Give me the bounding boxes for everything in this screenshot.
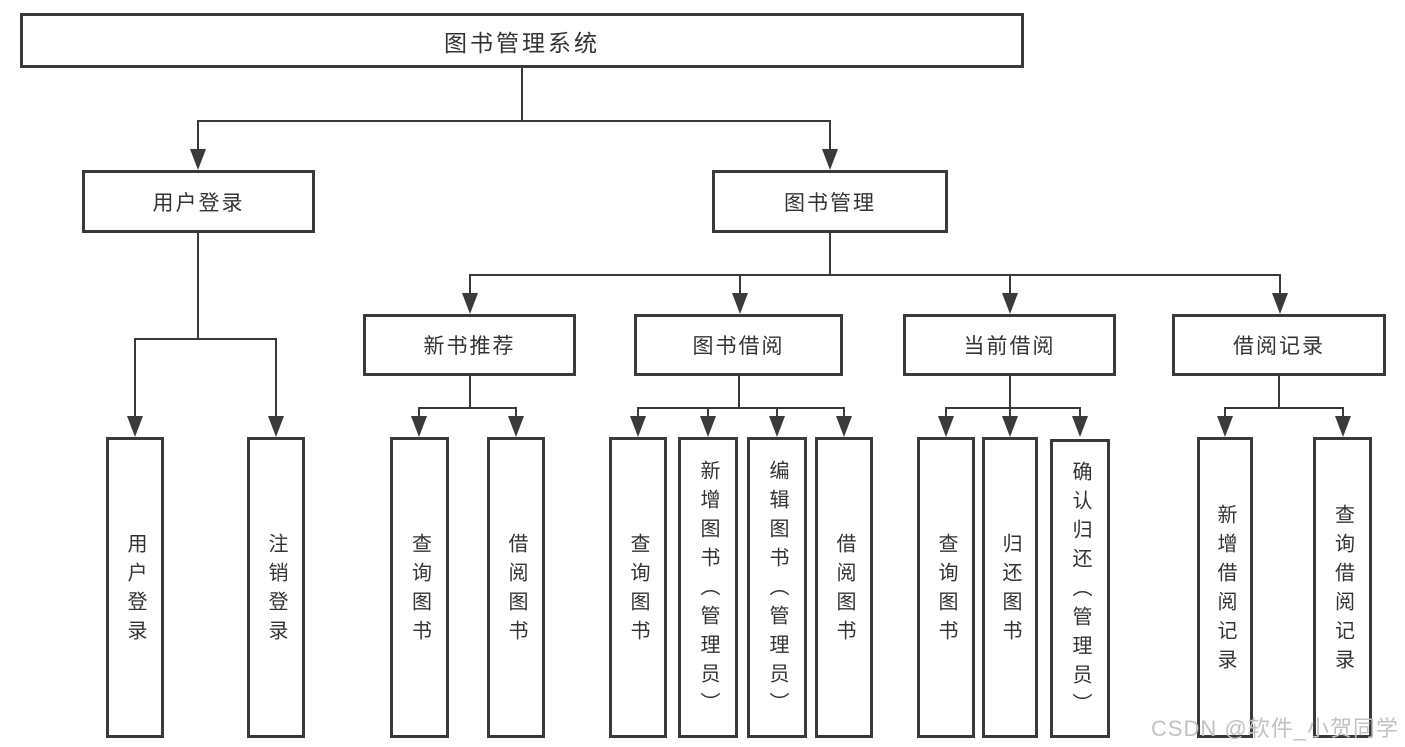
connector-drop-book-mgmt <box>829 120 831 152</box>
arrow-down-icon <box>1002 293 1018 314</box>
arrow-down-icon <box>1002 416 1018 437</box>
arrow-down-icon <box>268 416 284 437</box>
arrow-down-icon <box>508 416 524 437</box>
arrow-down-icon <box>822 149 838 170</box>
leaf-return-books: 归还图书 <box>982 437 1038 738</box>
connector-borrow-records-branch <box>1224 407 1343 409</box>
connector-book-mgmt-stem <box>829 233 831 274</box>
connector-drop <box>1342 407 1344 419</box>
connector-drop <box>776 407 778 419</box>
connector-drop-new-book-rec <box>469 274 471 296</box>
connector-new-book-branch <box>418 407 517 409</box>
leaf-add-borrow-record: 新增借阅记录 <box>1197 437 1253 738</box>
arrow-down-icon <box>190 149 206 170</box>
leaf-query-books: 查询图书 <box>390 437 449 738</box>
node-borrow-records: 借阅记录 <box>1172 314 1386 376</box>
connector-drop-user-login <box>197 120 199 152</box>
leaf-edit-book-admin: 编辑图书（管理员） <box>747 437 807 738</box>
connector-drop-leaf-user-login <box>134 338 136 418</box>
connector-drop <box>1224 407 1226 419</box>
arrow-down-icon <box>1217 416 1233 437</box>
connector-drop <box>843 407 845 419</box>
connector-current-borrow-stem <box>1009 376 1011 407</box>
arrow-down-icon <box>1072 416 1088 437</box>
connector-drop <box>707 407 709 419</box>
arrow-down-icon <box>630 416 646 437</box>
node-book-management: 图书管理 <box>712 170 948 233</box>
node-user-login: 用户登录 <box>82 170 315 233</box>
connector-book-mgmt-branch <box>469 274 1281 276</box>
arrow-down-icon <box>769 416 785 437</box>
leaf-query-books: 查询图书 <box>917 437 975 738</box>
leaf-confirm-return-admin: 确认归还（管理员） <box>1050 439 1110 738</box>
connector-book-borrow-branch <box>637 407 844 409</box>
arrow-down-icon <box>127 416 143 437</box>
connector-drop <box>637 407 639 419</box>
arrow-down-icon <box>938 416 954 437</box>
connector-drop <box>945 407 947 419</box>
connector-drop-leaf-logout <box>275 338 277 418</box>
arrow-down-icon <box>700 416 716 437</box>
leaf-query-borrow-record: 查询借阅记录 <box>1313 437 1372 738</box>
connector-new-book-stem <box>469 376 471 407</box>
node-book-borrowing: 图书借阅 <box>634 314 843 376</box>
arrow-down-icon <box>411 416 427 437</box>
connector-drop-borrow-records <box>1279 274 1281 296</box>
arrow-down-icon <box>462 293 478 314</box>
csdn-watermark: CSDN @软件_小贺同学 <box>1150 716 1399 741</box>
connector-book-borrow-stem <box>738 376 740 407</box>
connector-drop <box>1079 407 1081 419</box>
connector-user-login-stem <box>197 233 199 338</box>
leaf-user-login: 用户登录 <box>106 437 164 738</box>
connector-drop-current-borrow <box>1009 274 1011 296</box>
arrow-down-icon <box>732 293 748 314</box>
arrow-down-icon <box>1335 416 1351 437</box>
connector-borrow-records-stem <box>1278 376 1280 407</box>
connector-current-borrow-branch <box>945 407 1081 409</box>
node-new-book-recommend: 新书推荐 <box>363 314 576 376</box>
connector-user-login-branch <box>134 338 277 340</box>
connector-root-stem <box>521 68 523 120</box>
node-current-borrowing: 当前借阅 <box>903 314 1116 376</box>
arrow-down-icon <box>836 416 852 437</box>
node-root-library-system: 图书管理系统 <box>20 13 1024 68</box>
leaf-logout-login: 注销登录 <box>247 437 305 738</box>
connector-root-branch <box>197 120 831 122</box>
leaf-borrow-books: 借阅图书 <box>815 437 873 738</box>
connector-drop <box>1009 407 1011 419</box>
leaf-query-books: 查询图书 <box>609 437 667 738</box>
arrow-down-icon <box>1272 293 1288 314</box>
connector-drop <box>515 407 517 419</box>
leaf-borrow-books: 借阅图书 <box>487 437 545 738</box>
connector-drop <box>418 407 420 419</box>
leaf-add-book-admin: 新增图书（管理员） <box>678 437 738 738</box>
connector-drop-book-borrow <box>739 274 741 296</box>
